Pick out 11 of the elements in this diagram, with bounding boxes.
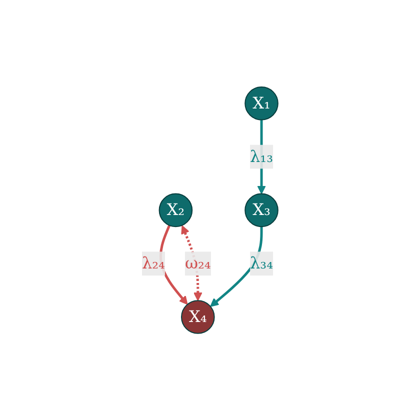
edge-label: λ₃₄ [250, 253, 274, 272]
edge-label: ω₂₄ [185, 253, 211, 272]
edge-label: λ₁₃ [250, 146, 274, 166]
node-circle: X₂ [158, 193, 193, 227]
arrow [159, 224, 188, 305]
arrow [210, 226, 263, 307]
edge-label: λ₂₄ [142, 253, 165, 272]
node-circle: X₃ [244, 193, 278, 227]
node-circle: X₄ [181, 300, 215, 334]
node-circle: X₁ [244, 86, 278, 120]
arrow [257, 120, 266, 194]
